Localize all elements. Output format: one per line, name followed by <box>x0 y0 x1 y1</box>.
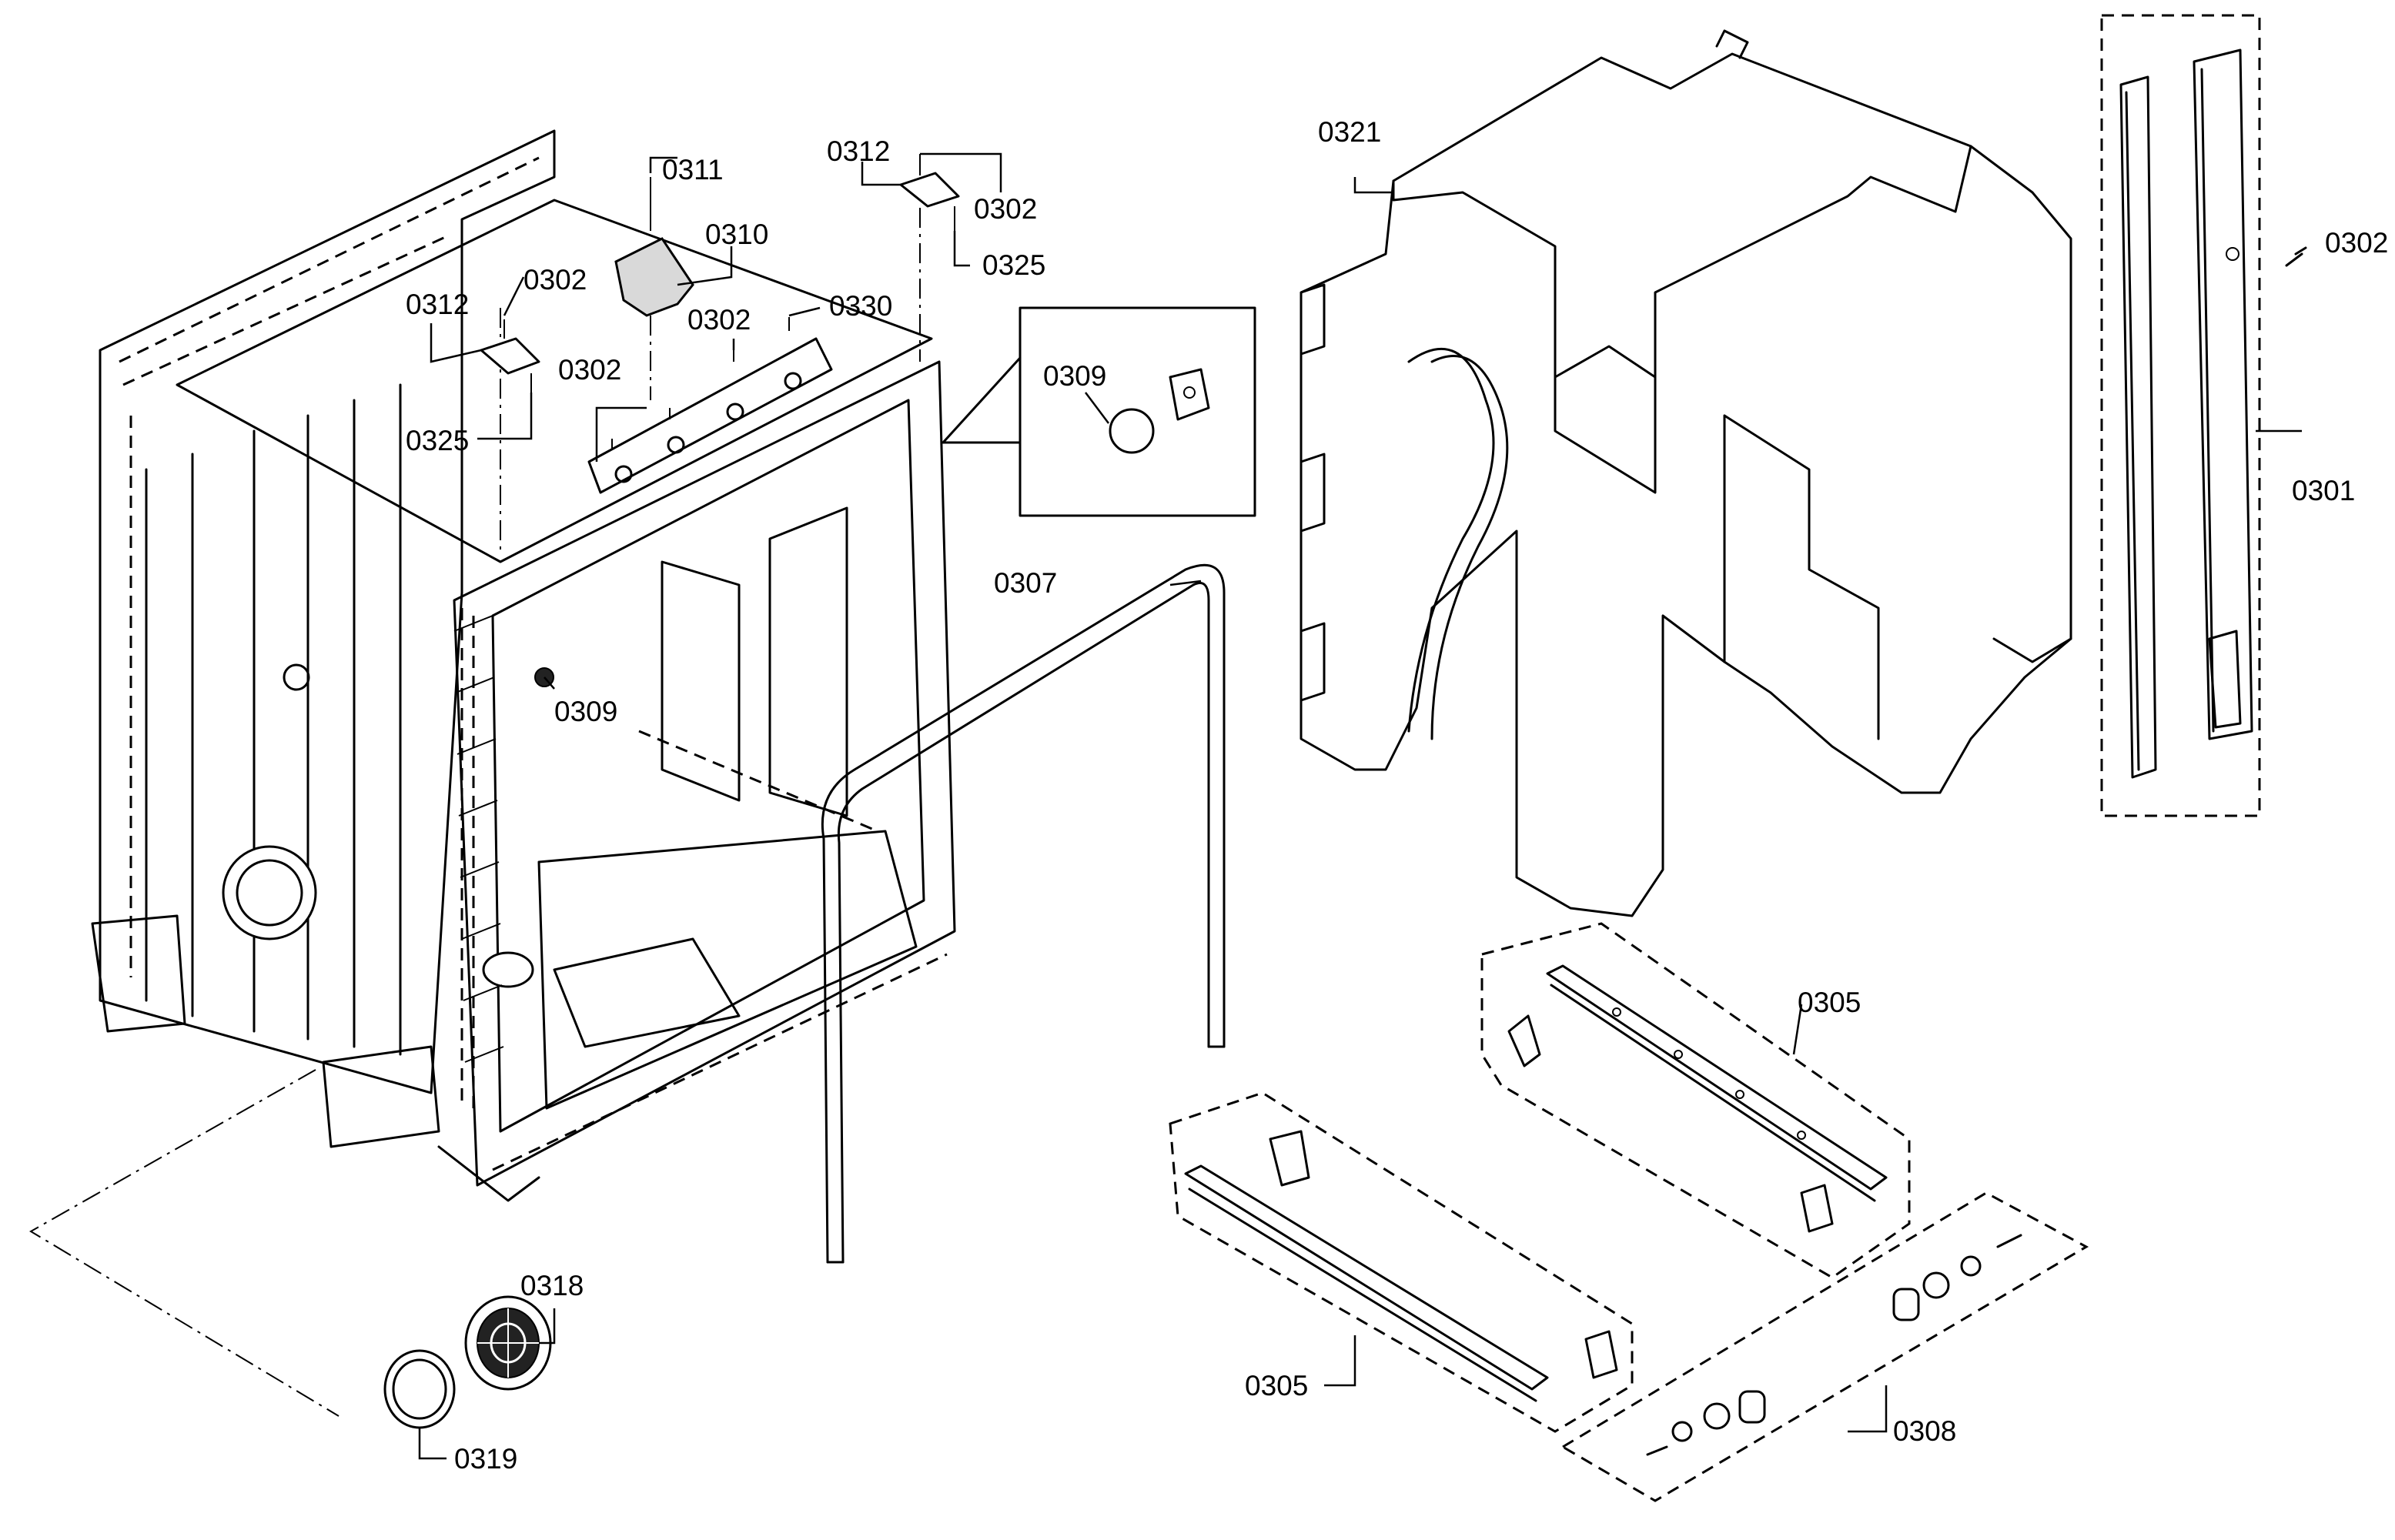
callout-0311: 0311 <box>662 154 724 185</box>
callout-0310: 0310 <box>705 219 768 250</box>
callout-0302: 0302 <box>2325 227 2388 259</box>
side-trim-strips <box>2100 14 2307 817</box>
callout-0308: 0308 <box>1893 1415 1956 1447</box>
callout-0312: 0312 <box>406 289 469 320</box>
rail-lower <box>1169 1091 1634 1433</box>
callout-0330: 0330 <box>829 290 892 322</box>
roller-kit <box>1560 1191 2089 1502</box>
callout-0319: 0319 <box>454 1443 517 1475</box>
callout-labels: 0311 0310 0302 0312 0325 0302 0302 0330 … <box>406 116 2388 1475</box>
callout-0305: 0305 <box>1245 1370 1308 1401</box>
callout-0301: 0301 <box>2292 475 2355 506</box>
tub-assembly <box>29 129 956 1417</box>
callout-0325: 0325 <box>982 249 1045 281</box>
door-gasket <box>821 563 1226 1264</box>
callout-0318: 0318 <box>520 1270 584 1301</box>
callout-0305: 0305 <box>1798 987 1861 1018</box>
rail-upper <box>1480 922 1911 1279</box>
callout-0302: 0302 <box>558 354 621 386</box>
callout-0307: 0307 <box>994 567 1057 599</box>
callout-0309: 0309 <box>554 696 617 727</box>
mount-brackets <box>480 154 960 494</box>
insulation-blanket <box>1300 29 2072 917</box>
callout-0302: 0302 <box>523 264 587 296</box>
callout-0312: 0312 <box>827 135 890 167</box>
callout-0309: 0309 <box>1043 360 1106 392</box>
inset-detail-box <box>942 306 1256 517</box>
leader-lines <box>418 152 2302 1460</box>
callout-0325: 0325 <box>406 425 469 456</box>
drain-seals <box>383 1295 552 1429</box>
callout-0302: 0302 <box>974 193 1037 225</box>
callout-0302: 0302 <box>687 304 751 336</box>
callout-0321: 0321 <box>1318 116 1381 148</box>
